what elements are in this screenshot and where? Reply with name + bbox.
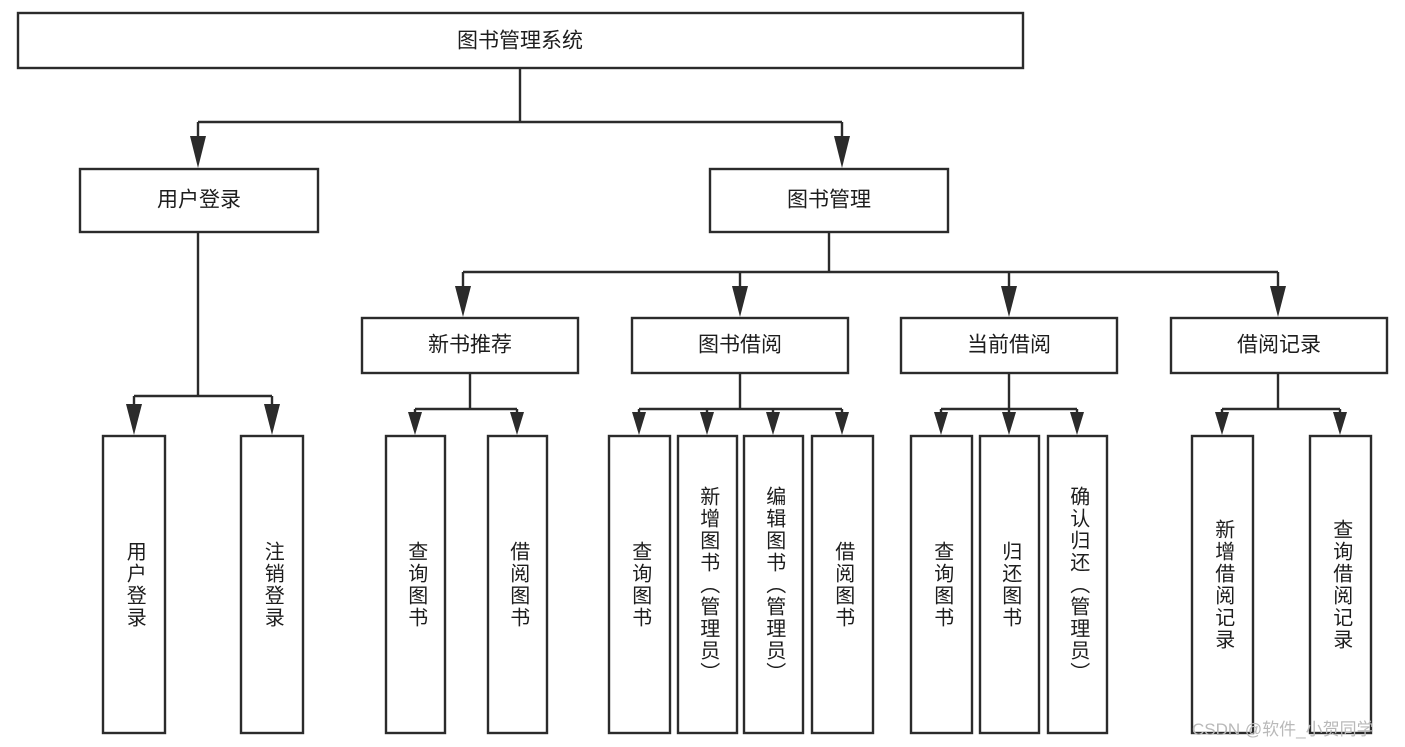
- leaf-box-edit-book-admin[interactable]: [742, 434, 805, 735]
- arrowhead-icon: [934, 412, 948, 435]
- arrowhead-icon: [510, 412, 524, 435]
- arrowhead-icon: [1270, 286, 1286, 317]
- node-book-borrow-box[interactable]: [630, 316, 850, 375]
- arrowhead-icon: [700, 412, 714, 435]
- node-root[interactable]: 图书管理系统: [16, 11, 1025, 70]
- leaf-box-logout[interactable]: [239, 434, 305, 735]
- leaf-box-borrow-book[interactable]: [810, 434, 875, 735]
- connector-borrow-to-leaves: [632, 373, 849, 435]
- node-current-borrow[interactable]: 当前借阅: [899, 316, 1119, 375]
- leaf-box-borrow-book-recommend[interactable]: [486, 434, 549, 735]
- leaf-box-add-borrow-record[interactable]: [1190, 434, 1255, 735]
- connector-current-to-leaves: [934, 373, 1084, 435]
- node-book-management[interactable]: 图书管理: [708, 167, 950, 234]
- arrowhead-icon: [1333, 412, 1347, 435]
- node-book-management-box[interactable]: [708, 167, 950, 234]
- node-new-book-recommend-label: 新书推荐: [428, 334, 512, 357]
- node-root-box[interactable]: [16, 11, 1025, 70]
- arrowhead-icon: [408, 412, 422, 435]
- arrowhead-icon: [190, 136, 206, 168]
- leaf-box-user-login[interactable]: [101, 434, 167, 735]
- leaf-box-return-book[interactable]: [978, 434, 1041, 735]
- node-user-login-label: 用户登录: [157, 189, 241, 212]
- node-new-book-recommend-box[interactable]: [360, 316, 580, 375]
- arrowhead-icon: [732, 286, 748, 317]
- arrowhead-icon: [1002, 412, 1016, 435]
- arrowhead-icon: [1215, 412, 1229, 435]
- arrowhead-icon: [1070, 412, 1084, 435]
- leaf-box-query-borrow-record[interactable]: [1308, 434, 1373, 735]
- leaf-box-query-book-recommend[interactable]: [384, 434, 447, 735]
- connector-userlogin-to-leaves: [126, 232, 280, 435]
- arrowhead-icon: [766, 412, 780, 435]
- leaf-box-confirm-return-admin[interactable]: [1046, 434, 1109, 735]
- arrowhead-icon: [455, 286, 471, 317]
- leaf-box-query-book-borrow[interactable]: [607, 434, 672, 735]
- arrowhead-icon: [834, 136, 850, 168]
- connector-bookmgmt-to-level3: [455, 232, 1286, 317]
- node-current-borrow-box[interactable]: [899, 316, 1119, 375]
- arrowhead-icon: [264, 404, 280, 435]
- node-user-login-box[interactable]: [78, 167, 320, 234]
- node-borrow-records[interactable]: 借阅记录: [1169, 316, 1389, 375]
- node-book-borrow-label: 图书借阅: [698, 334, 782, 357]
- node-book-management-label: 图书管理: [787, 189, 871, 212]
- arrowhead-icon: [632, 412, 646, 435]
- node-root-label: 图书管理系统: [457, 30, 583, 53]
- node-user-login[interactable]: 用户登录: [78, 167, 320, 234]
- arrowhead-icon: [1001, 286, 1017, 317]
- connector-records-to-leaves: [1215, 373, 1347, 435]
- leaf-box-query-book-current[interactable]: [909, 434, 974, 735]
- node-book-borrow[interactable]: 图书借阅: [630, 316, 850, 375]
- connector-root-to-level2: [190, 68, 850, 168]
- leaf-box-add-book-admin[interactable]: [676, 434, 739, 735]
- connector-recommend-to-leaves: [408, 373, 524, 435]
- node-borrow-records-label: 借阅记录: [1237, 334, 1321, 357]
- node-current-borrow-label: 当前借阅: [967, 334, 1051, 357]
- arrowhead-icon: [126, 404, 142, 435]
- csdn-watermark: CSDN @软件_小贺同学: [1192, 720, 1374, 739]
- arrowhead-icon: [835, 412, 849, 435]
- node-new-book-recommend[interactable]: 新书推荐: [360, 316, 580, 375]
- node-borrow-records-box[interactable]: [1169, 316, 1389, 375]
